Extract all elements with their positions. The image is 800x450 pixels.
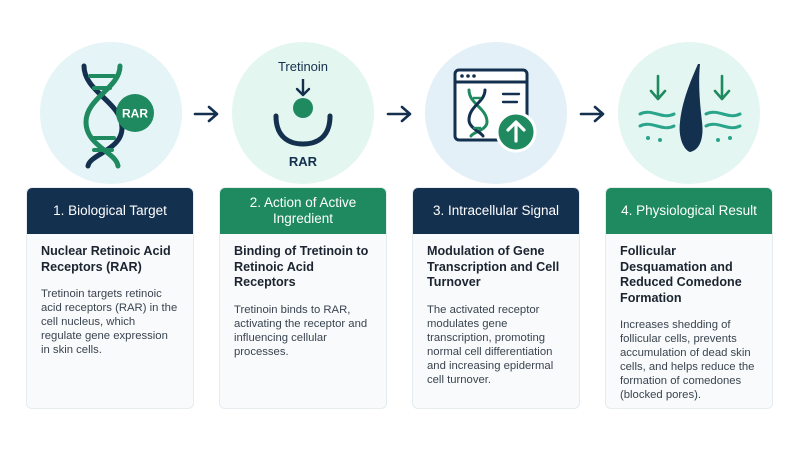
step2-icon-label: RAR <box>289 154 318 169</box>
step2-title: 2. Action of Active Ingredient <box>220 188 386 234</box>
step2-icon-circle: Tretinoin RAR <box>232 42 374 184</box>
arrow-right-icon <box>579 104 607 124</box>
step4-subtitle: Follicular Desquamation and Reduced Come… <box>620 244 742 305</box>
arrow-right-icon <box>386 104 414 124</box>
step2-card: 2. Action of Active Ingredient Binding o… <box>219 187 387 409</box>
step4-body: Increases shedding of follicular cells, … <box>620 319 755 401</box>
step1-card: 1. Biological Target Nuclear Retinoic Ac… <box>26 187 194 409</box>
step4-icon-circle <box>618 42 760 184</box>
step4-title: 4. Physiological Result <box>606 188 772 234</box>
dna-icon: RAR <box>81 63 154 169</box>
ligand-binding-icon: Tretinoin RAR <box>273 59 333 169</box>
step1-title: 1. Biological Target <box>27 188 193 234</box>
gene-transcription-icon <box>453 68 537 153</box>
step1-icon-label: RAR <box>122 107 148 121</box>
step3-card: 3. Intracellular Signal Modulation of Ge… <box>412 187 580 409</box>
step1-icon-circle: RAR <box>40 42 182 184</box>
skin-follicle-icon <box>638 64 742 152</box>
step3-icon-circle <box>425 42 567 184</box>
step1-subtitle: Nuclear Retinoic Acid Receptors (RAR) <box>41 244 171 274</box>
step3-title: 3. Intracellular Signal <box>413 188 579 234</box>
step3-body: The activated receptor modulates gene tr… <box>427 303 554 386</box>
step1-body: Tretinoin targets retinoic acid receptor… <box>41 288 178 356</box>
step2-icon-top-label: Tretinoin <box>278 59 328 74</box>
step2-body: Tretinoin binds to RAR, activating the r… <box>234 303 368 358</box>
step4-card: 4. Physiological Result Follicular Desqu… <box>605 187 773 409</box>
step3-subtitle: Modulation of Gene Transcription and Cel… <box>427 244 560 289</box>
step2-subtitle: Binding of Tretinoin to Retinoic Acid Re… <box>234 244 369 289</box>
arrow-right-icon <box>193 104 221 124</box>
